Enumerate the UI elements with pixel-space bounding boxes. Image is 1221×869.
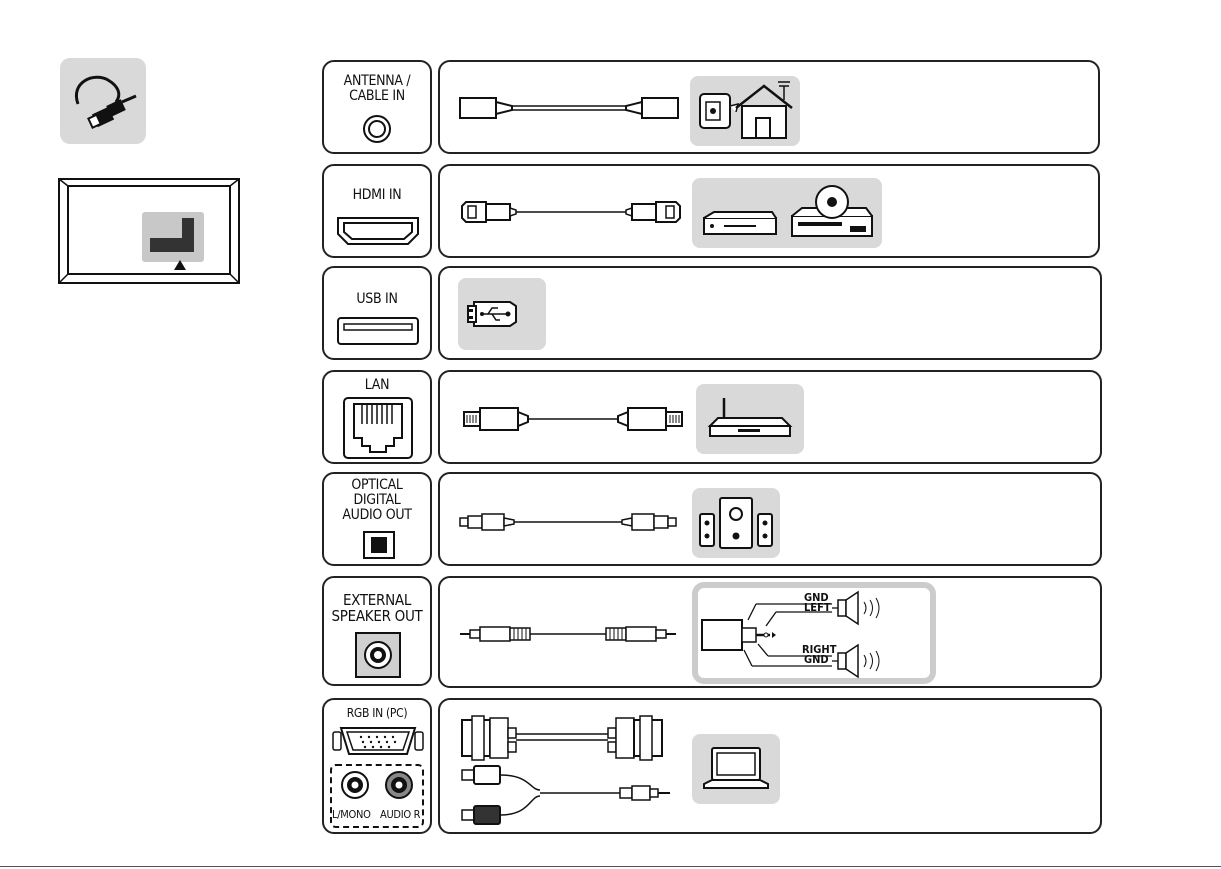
media-player-icon bbox=[700, 184, 780, 244]
port-label-lan: LAN bbox=[324, 378, 430, 393]
audio-l-port-icon bbox=[340, 770, 370, 800]
device-card-usb bbox=[438, 266, 1102, 360]
cable-icon bbox=[60, 58, 146, 144]
vga-port-icon bbox=[333, 724, 423, 758]
port-card-lan: LAN bbox=[322, 370, 432, 464]
audio-jack-cable bbox=[460, 618, 690, 658]
device-card-hdmi bbox=[438, 164, 1100, 258]
audio-r-port-icon bbox=[384, 770, 414, 800]
port-label-optical: OPTICAL DIGITAL AUDIO OUT bbox=[324, 478, 430, 523]
port-label-rgb: RGB IN (PC) bbox=[324, 706, 430, 721]
lan-port-icon bbox=[342, 396, 414, 460]
bottom-rule bbox=[0, 866, 1221, 867]
vga-cable bbox=[460, 712, 690, 772]
port-card-rgb: RGB IN (PC) L/MONO AUDIO R bbox=[322, 698, 432, 834]
speakers-icon bbox=[692, 488, 780, 558]
cable-icon-tile bbox=[60, 58, 146, 144]
port-label-antenna: ANTENNA / CABLE IN bbox=[324, 74, 430, 104]
router-icon bbox=[696, 384, 804, 454]
coax-port-icon bbox=[362, 114, 392, 144]
device-card-optical bbox=[438, 472, 1102, 566]
laptop-icon bbox=[692, 734, 780, 804]
port-card-usb: USB IN bbox=[322, 266, 432, 360]
device-card-rgb bbox=[438, 698, 1102, 834]
speakers-tile bbox=[692, 488, 780, 558]
port-card-speaker: EXTERNAL SPEAKER OUT bbox=[322, 576, 432, 686]
speaker-jack-port-icon bbox=[355, 632, 401, 678]
port-card-antenna: ANTENNA / CABLE IN bbox=[322, 60, 432, 154]
hdmi-port-icon bbox=[336, 216, 420, 246]
lan-cable bbox=[462, 402, 692, 442]
device-card-lan bbox=[438, 370, 1102, 464]
tv-back-icon bbox=[58, 178, 240, 284]
laptop-tile bbox=[692, 734, 780, 804]
port-label-hdmi: HDMI IN bbox=[324, 188, 430, 203]
antenna-house-icon bbox=[690, 76, 800, 146]
usb-port-icon bbox=[336, 316, 420, 346]
audio-r-label: AUDIO R bbox=[380, 808, 420, 821]
hdmi-cable bbox=[460, 196, 690, 236]
optical-cable bbox=[460, 506, 690, 546]
port-label-speaker: EXTERNAL SPEAKER OUT bbox=[324, 592, 430, 624]
device-card-antenna bbox=[438, 60, 1100, 154]
wire-label-left: LEFT bbox=[804, 602, 831, 614]
wire-label-gnd-bottom: GND bbox=[804, 654, 829, 666]
antenna-house-tile bbox=[690, 76, 800, 146]
usb-icon bbox=[458, 278, 546, 350]
coax-cable bbox=[460, 90, 690, 130]
device-card-speaker: GND LEFT RIGHT GND bbox=[438, 576, 1102, 688]
usb-tile bbox=[458, 278, 546, 350]
audio-l-label: L/MONO bbox=[332, 808, 371, 821]
router-tile bbox=[696, 384, 804, 454]
port-label-usb: USB IN bbox=[324, 292, 430, 307]
port-card-hdmi: HDMI IN bbox=[322, 164, 432, 258]
rca-to-jack-cable bbox=[460, 766, 690, 836]
port-card-optical: OPTICAL DIGITAL AUDIO OUT bbox=[322, 472, 432, 566]
optical-port-icon bbox=[362, 530, 396, 560]
dvd-player-icon bbox=[788, 184, 878, 244]
media-devices-tile bbox=[692, 178, 882, 248]
